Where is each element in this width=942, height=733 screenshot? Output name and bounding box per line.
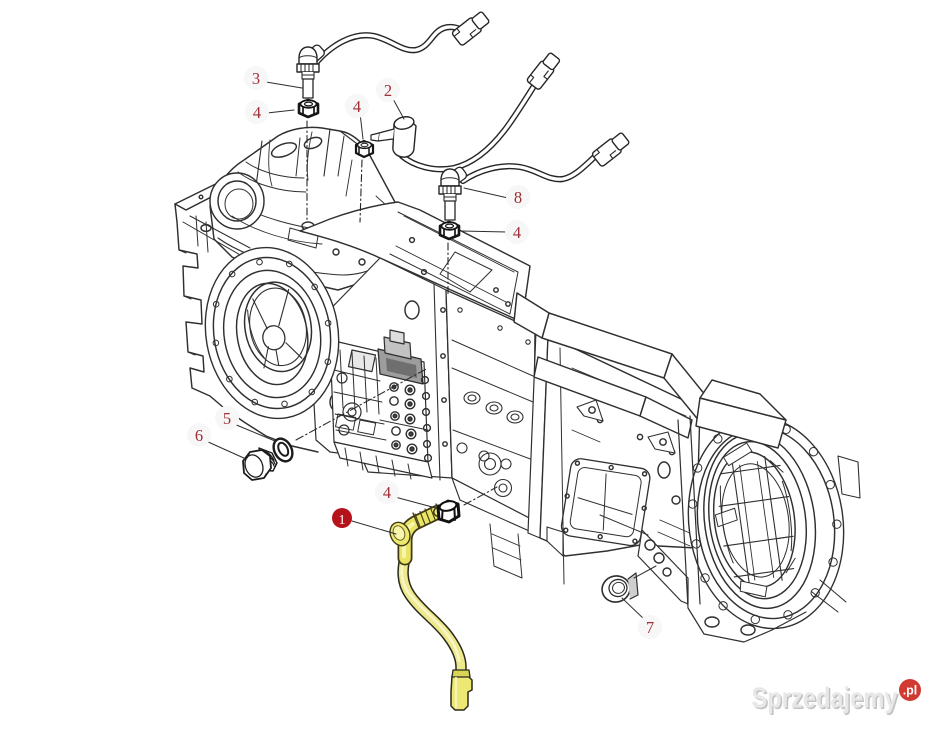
svg-text:4: 4 xyxy=(253,103,261,122)
svg-text:6: 6 xyxy=(195,426,203,445)
svg-text:1: 1 xyxy=(339,513,346,528)
svg-text:2: 2 xyxy=(384,81,392,100)
svg-text:.pl: .pl xyxy=(903,684,918,698)
svg-text:4: 4 xyxy=(353,97,361,116)
svg-text:Sprzedajemy: Sprzedajemy xyxy=(753,684,899,716)
svg-text:7: 7 xyxy=(646,618,654,637)
svg-text:4: 4 xyxy=(513,223,521,242)
svg-text:3: 3 xyxy=(252,69,260,88)
svg-text:Sprzedajemy: Sprzedajemy xyxy=(752,683,898,715)
svg-text:4: 4 xyxy=(383,483,391,502)
svg-text:8: 8 xyxy=(514,188,522,207)
svg-text:5: 5 xyxy=(223,409,231,428)
